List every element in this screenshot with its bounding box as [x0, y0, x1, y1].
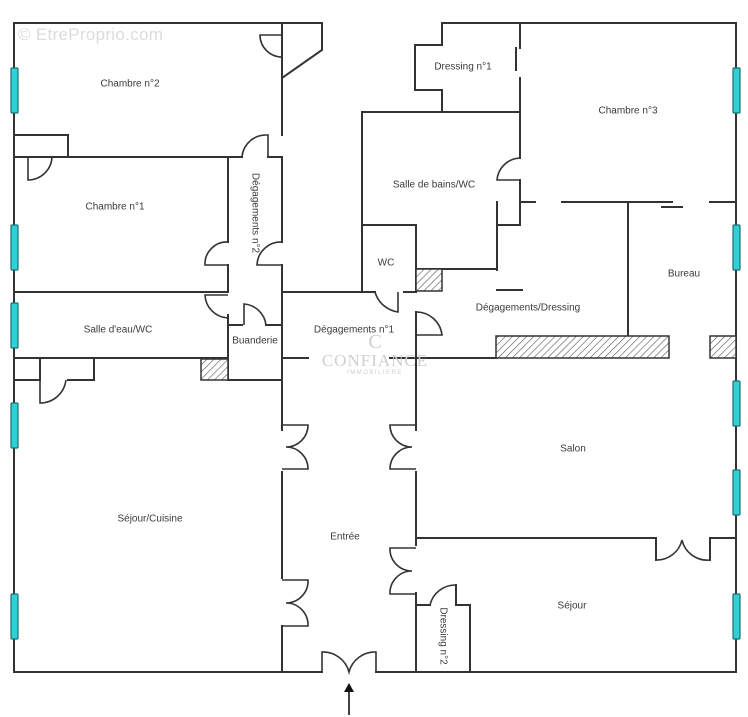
agency-subtitle: IMMOBILIERE [347, 370, 403, 376]
room-label-chambre-1: Chambre n°1 [85, 201, 145, 213]
windows [10, 67, 741, 640]
room-label-degagements-2: Dégagements n°2 [249, 172, 261, 254]
doors [27, 34, 711, 676]
agency-watermark: C CONFIANCE IMMOBILIERE [320, 332, 430, 376]
room-label-sejour: Séjour [557, 600, 587, 612]
entrance-arrow-icon [344, 683, 354, 715]
room-label-salle-de-bains: Salle de bains/WC [392, 179, 476, 191]
room-label-sejour-cuisine: Séjour/Cuisine [117, 513, 183, 525]
room-label-chambre-2: Chambre n°2 [100, 78, 160, 90]
room-label-degagements-dressing: Dégagements/Dressing [475, 302, 581, 314]
room-label-bureau: Bureau [667, 268, 701, 280]
agency-name: CONFIANCE [321, 351, 429, 370]
site-watermark: © EtreProprio.com [18, 25, 164, 44]
room-label-entree: Entrée [330, 531, 360, 543]
agency-logo-glyph: C [368, 331, 382, 353]
room-label-chambre-3: Chambre n°3 [598, 105, 658, 117]
room-label-dressing-2: Dressing n°2 [437, 607, 449, 665]
room-label-buanderie: Buanderie [232, 335, 278, 347]
room-label-degagements-1: Dégagements n°1 [313, 324, 395, 336]
room-label-wc: WC [377, 257, 395, 269]
room-label-dressing-1: Dressing n°1 [434, 61, 492, 73]
room-label-salle-d-eau: Salle d'eau/WC [83, 324, 153, 336]
hatched-ducts [200, 268, 737, 381]
room-label-salon: Salon [560, 443, 586, 455]
